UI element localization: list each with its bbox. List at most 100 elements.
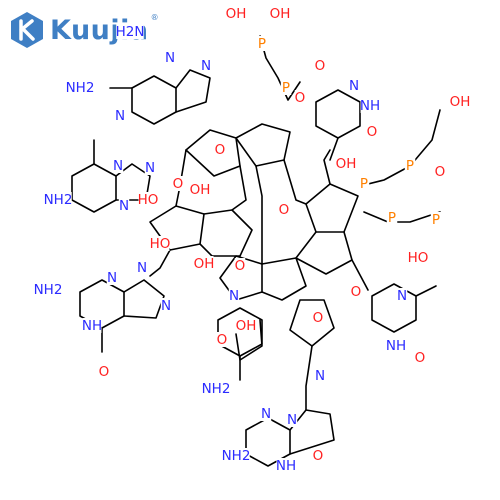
atom-label-p: P	[258, 36, 266, 52]
atom-label-o: O	[315, 58, 326, 74]
atom-label-bg	[136, 260, 148, 275]
atom-label-oh: OH	[236, 318, 257, 334]
atom-label-o: O	[435, 164, 446, 180]
atom-label-bg	[44, 192, 72, 207]
atom-label-n: N	[287, 412, 297, 428]
atom-label-bg	[386, 210, 398, 225]
atom-label-bg	[350, 284, 362, 299]
atom-label-oh: OH	[190, 182, 211, 198]
atom-label-bg	[280, 80, 292, 95]
atom-label-bg	[336, 156, 356, 171]
atom-label-p: P	[360, 176, 368, 192]
atom-label-o: O	[235, 258, 246, 274]
atom-label-oh: OH	[194, 256, 215, 272]
atom-label-n: N	[165, 50, 175, 66]
atom-label-o: O	[313, 310, 324, 326]
atom-label-bg	[348, 78, 360, 93]
atom-label-bg	[190, 182, 210, 197]
atom-label-n: N	[107, 270, 117, 286]
atom-label-nh2-c: NH2	[34, 282, 63, 298]
atom-label-oh: OH	[226, 6, 247, 22]
atom-label-bg	[150, 236, 170, 251]
atom-label-o: O	[99, 364, 110, 380]
atom-label-nh2-d: NH2	[202, 381, 231, 397]
atom-label-bg	[366, 124, 378, 139]
atom-label-n: N	[145, 160, 155, 176]
atom-label-bg	[434, 164, 446, 179]
atom-label-bg	[202, 381, 230, 396]
atom-label-bg	[408, 250, 428, 265]
atom-label-p: P	[388, 210, 396, 226]
atom-label-bg	[118, 198, 130, 213]
atom-label-bg	[34, 282, 62, 297]
atom-label-bg	[276, 458, 296, 473]
atom-label-bg	[286, 412, 298, 427]
atom-label-bg	[414, 350, 426, 365]
atom-label-bg	[106, 270, 118, 285]
atom-label-bg	[260, 406, 272, 421]
atom-label-o: O	[295, 90, 306, 106]
atom-label-nh-b: NH	[82, 318, 102, 334]
atom-label-bg	[396, 288, 408, 303]
atom-label-bg	[160, 298, 172, 313]
atom-label-oh: OH	[450, 94, 471, 110]
kuujia-logo: Kuujia ®	[10, 10, 159, 50]
atom-label-ho: HO	[138, 192, 159, 208]
atom-label-bg	[98, 364, 110, 379]
atom-label-nh-a: NH	[360, 98, 380, 114]
atom-label-bg	[138, 192, 158, 207]
atom-label-p: P	[282, 80, 290, 96]
atom-label-n: N	[161, 298, 171, 314]
atom-label-o: O	[313, 448, 324, 464]
atom-label-bg	[214, 142, 226, 157]
atom-label-bg	[172, 176, 184, 191]
atom-label-bg	[66, 80, 94, 95]
atom-label-n: N	[349, 78, 359, 94]
atom-label-p: P	[432, 212, 440, 228]
atom-label-bg	[194, 256, 214, 271]
atom-label-nh-c: NH	[386, 338, 406, 354]
atom-label-bg	[450, 94, 470, 109]
atom-label-bg	[386, 338, 406, 353]
atom-label-bg	[358, 176, 370, 191]
atom-label-bg	[236, 318, 256, 333]
atom-label-o: O	[367, 124, 378, 140]
atom-label-bg	[164, 50, 176, 65]
atom-label-o: O	[351, 284, 362, 300]
atom-label-bg	[404, 158, 416, 173]
atom-label-bg	[430, 212, 442, 227]
atom-label-o: O	[173, 176, 184, 192]
atom-label-bg	[114, 108, 126, 123]
atom-label-n: N	[113, 158, 123, 174]
atom-label-bg	[256, 36, 268, 51]
atom-label-n: N	[397, 288, 407, 304]
bond-lines	[71, 35, 441, 467]
atom-label-bg	[216, 332, 228, 347]
atom-label-bg	[294, 90, 306, 105]
atom-label-bg	[144, 160, 156, 175]
atom-label-bg	[200, 58, 212, 73]
atom-label-bg	[270, 6, 290, 21]
kuujia-logo-icon	[11, 12, 43, 48]
atom-label-ho: HO	[408, 250, 429, 266]
atom-label-bg	[222, 448, 250, 463]
atom-label-bg	[312, 448, 324, 463]
atom-label-n: N	[137, 260, 147, 276]
atom-label-n: N	[115, 108, 125, 124]
atom-label-n: N	[315, 368, 325, 384]
atom-label-bg	[226, 6, 246, 21]
registered-mark: ®	[150, 12, 159, 22]
atom-label-n: N	[119, 198, 129, 214]
atom-label-bg	[234, 258, 246, 273]
atom-label-o: O	[215, 142, 226, 158]
atom-label-o: O	[415, 350, 426, 366]
atom-label-n: N	[261, 406, 271, 422]
atom-label-o: O	[217, 332, 228, 348]
atom-label-bg	[314, 368, 326, 383]
atom-label-bg	[278, 202, 290, 217]
atom-label-nh2-e: NH2	[222, 448, 251, 464]
atom-label-bg	[82, 318, 102, 333]
atom-label-p: P	[406, 158, 414, 174]
